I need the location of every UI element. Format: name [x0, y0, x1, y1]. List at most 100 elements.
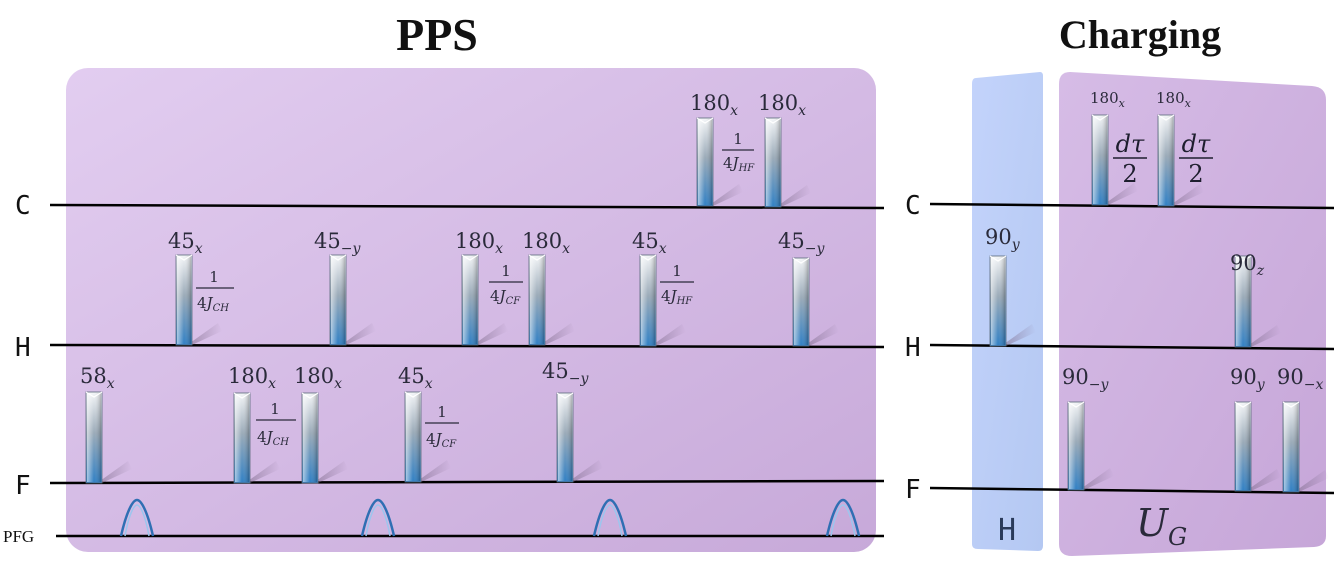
pulse-label: 45x	[398, 364, 433, 392]
pulse-label: 180x	[294, 364, 342, 392]
svg-text:4JCF: 4JCF	[490, 287, 521, 307]
pps-title: PPS	[396, 9, 478, 60]
pulse-shadow	[1249, 325, 1281, 347]
pulse-shadow	[1004, 324, 1036, 346]
pps-channel-line-f	[49, 479, 885, 485]
rf-pulse-highlight	[303, 394, 317, 482]
rf-pulse-cap	[696, 117, 714, 124]
rf-pulse-cap	[1067, 401, 1085, 408]
pulse-label: 180x	[690, 91, 738, 119]
pulses	[85, 114, 1329, 493]
svg-text:1: 1	[672, 262, 682, 280]
rf-pulse-highlight	[1284, 403, 1298, 491]
rf-pulse-highlight	[1236, 403, 1250, 490]
rf-pulse-cap	[989, 255, 1007, 262]
rf-pulse-cap	[556, 392, 574, 399]
pfg-gradient-lobe	[592, 498, 628, 537]
pulse-shadow	[779, 185, 811, 207]
pulse-label: 90z	[1230, 251, 1265, 279]
pulse-shadow	[344, 323, 376, 345]
delay-fraction: 1 4JHF	[660, 262, 694, 307]
pfg-gradient-lobe-inner	[597, 504, 623, 537]
svg-text:4JCF: 4JCF	[426, 430, 457, 450]
rf-pulse-cap	[764, 117, 782, 124]
channel-label-f-charging: F	[905, 475, 921, 505]
svg-text:1: 1	[209, 268, 219, 286]
pulse-shadow	[248, 461, 280, 483]
rf-pulse-highlight	[463, 256, 477, 344]
pps-channel-line-c	[49, 203, 885, 210]
channel-label-h: H	[15, 333, 31, 363]
pulse-label: 90y	[1230, 365, 1266, 393]
rf-pulse-highlight	[331, 256, 345, 344]
pulse-shadow	[1297, 470, 1329, 492]
pfg-gradients	[119, 498, 861, 537]
rf-pulse-cap	[528, 254, 546, 261]
rf-pulse-cap	[85, 391, 103, 398]
svg-text:1: 1	[501, 262, 511, 280]
pulse-shadow	[1106, 183, 1138, 205]
pulse-label: 180x	[522, 229, 570, 257]
pulse-label: 45x	[632, 229, 667, 257]
pfg-gradient-lobe	[360, 498, 396, 537]
delay-fraction: 1 4JCF	[489, 262, 523, 307]
pulse-shadow	[654, 324, 686, 346]
pulse-shadow	[190, 323, 222, 345]
pulse-label: 90y	[985, 225, 1021, 253]
charging-channel-line-f	[929, 486, 1334, 495]
svg-text:4JHF: 4JHF	[723, 154, 755, 174]
rf-pulse-cap	[233, 392, 251, 399]
rf-pulse-highlight	[766, 119, 780, 206]
svg-text:1: 1	[437, 403, 447, 421]
delay-fraction: 1 4JHF	[722, 130, 755, 174]
rf-pulse-highlight	[530, 256, 544, 344]
pfg-gradient-lobe-inner	[124, 504, 150, 537]
rf-pulse-highlight	[558, 394, 572, 481]
pulse-shadow	[100, 461, 132, 483]
svg-text:dτ: dτ	[1182, 130, 1211, 158]
h-box-label: H	[998, 513, 1016, 548]
pulse-shadow	[1082, 468, 1114, 490]
rf-pulse-cap	[1234, 255, 1252, 262]
rf-pulse-highlight	[991, 257, 1005, 345]
svg-text:4JHF: 4JHF	[661, 287, 693, 307]
rf-pulse-cap	[1234, 401, 1252, 408]
delay-fraction: 1 4JCH	[256, 400, 296, 448]
rf-pulse-cap	[175, 254, 193, 261]
rf-pulse-cap	[639, 254, 657, 261]
pfg-gradient-lobe	[119, 498, 155, 537]
svg-text:1: 1	[733, 130, 743, 148]
pulse-label: 180x	[1090, 89, 1126, 110]
delay-fraction-dtau: dτ 2	[1179, 130, 1213, 188]
delay-fraction: 1 4JCH	[196, 268, 234, 314]
svg-text:1: 1	[270, 400, 280, 418]
rf-pulse-highlight	[1069, 403, 1083, 489]
pulse-shadow	[571, 460, 603, 482]
svg-text:4JCH: 4JCH	[197, 294, 229, 314]
svg-text:2: 2	[1122, 160, 1137, 188]
rf-pulse-highlight	[1236, 257, 1250, 346]
pulse-label: 45−y	[314, 229, 361, 257]
pulse-shadow	[1249, 469, 1281, 491]
rf-pulse-highlight	[235, 394, 249, 482]
rf-pulse-cap	[1091, 114, 1109, 121]
pulse-label: 180x	[455, 229, 503, 257]
rf-pulse-highlight	[641, 256, 655, 345]
pulse-shadow	[807, 324, 839, 346]
rf-pulse-cap	[461, 254, 479, 261]
rf-pulse-cap	[329, 254, 347, 261]
pulse-shadow	[419, 460, 451, 482]
pulse-shadow	[1172, 184, 1204, 206]
rf-pulse-highlight	[794, 259, 808, 345]
pulse-label: 90−x	[1277, 365, 1323, 393]
pulse-shadow	[476, 323, 508, 345]
svg-text:4JCH: 4JCH	[257, 428, 289, 448]
pulse-label: 180x	[1156, 89, 1192, 110]
channel-label-c-charging: C	[905, 191, 921, 221]
rf-pulse-highlight	[406, 393, 420, 481]
rf-pulse-cap	[792, 257, 810, 264]
ug-label-sub: G	[1168, 523, 1187, 551]
delay-fraction-dtau: dτ 2	[1113, 130, 1147, 188]
rf-pulse-highlight	[698, 119, 712, 205]
